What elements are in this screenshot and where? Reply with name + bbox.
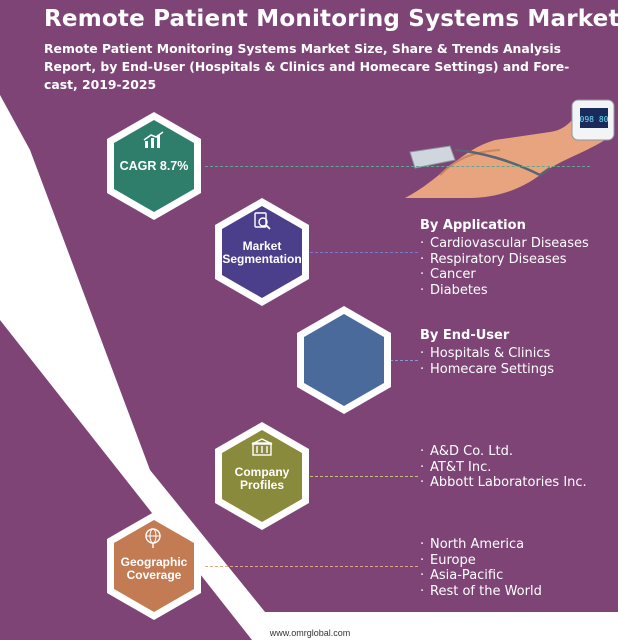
geo-label: Geographic Coverage xyxy=(120,555,188,582)
list-item: ·Europe xyxy=(420,552,476,568)
list-item: ·Diabetes xyxy=(420,282,488,298)
company-label: Company Profiles xyxy=(234,465,290,492)
page-subtitle: Remote Patient Monitoring Systems Market… xyxy=(44,41,570,92)
end-user-list: ·Hospitals & Clinics ·Homecare Settings xyxy=(420,346,554,377)
geo-connector xyxy=(205,566,418,567)
company-connector xyxy=(310,476,418,477)
cagr-label: CAGR 8.7% xyxy=(119,159,189,173)
device-display: 098 80 xyxy=(580,115,609,124)
geo-hexagon xyxy=(107,512,201,620)
cagr-hexagon xyxy=(107,112,201,220)
list-item: ·Abbott Laboratories Inc. xyxy=(420,475,587,490)
list-item: ·Cancer xyxy=(420,267,476,282)
segmentation-label: Market Segmentation xyxy=(222,239,302,266)
application-list: ·Cardiovascular Diseases ·Respiratory Di… xyxy=(420,236,589,298)
building-icon xyxy=(251,438,273,456)
segmentation-hexagon xyxy=(215,198,309,306)
list-item: ·Respiratory Diseases xyxy=(420,251,567,267)
list-item: ·Rest of the World xyxy=(420,583,542,599)
list-item: ·North America xyxy=(420,537,525,552)
magnifier-icon xyxy=(254,212,271,230)
end-user-heading: By End-User xyxy=(420,328,510,343)
footer-url[interactable]: www.omrglobal.com xyxy=(258,626,362,640)
growth-chart-icon xyxy=(143,131,164,148)
company-list: ·A&D Co. Ltd. ·AT&T Inc. ·Abbott Laborat… xyxy=(420,444,587,491)
globe-pin-icon xyxy=(145,528,161,548)
page-title: Remote Patient Monitoring Systems Market xyxy=(44,6,618,32)
list-item: ·A&D Co. Ltd. xyxy=(420,444,513,459)
list-item: ·Homecare Settings xyxy=(420,361,555,377)
application-heading: By Application xyxy=(420,218,526,233)
cagr-connector xyxy=(205,166,590,167)
list-item: ·Asia-Pacific xyxy=(420,568,504,583)
segmentation-connector xyxy=(300,252,418,253)
region-list: ·North America ·Europe ·Asia-Pacific ·Re… xyxy=(420,537,542,599)
cagr-hexagon-fill xyxy=(114,120,194,212)
list-item: ·AT&T Inc. xyxy=(420,459,492,475)
end-user-hexagon xyxy=(297,306,391,414)
list-item: ·Hospitals & Clinics xyxy=(420,346,551,361)
hand-oximeter-illustration: 098 80 xyxy=(405,99,615,198)
end-user-connector xyxy=(385,360,418,361)
company-hexagon xyxy=(215,422,309,530)
list-item: ·Cardiovascular Diseases xyxy=(420,236,589,251)
